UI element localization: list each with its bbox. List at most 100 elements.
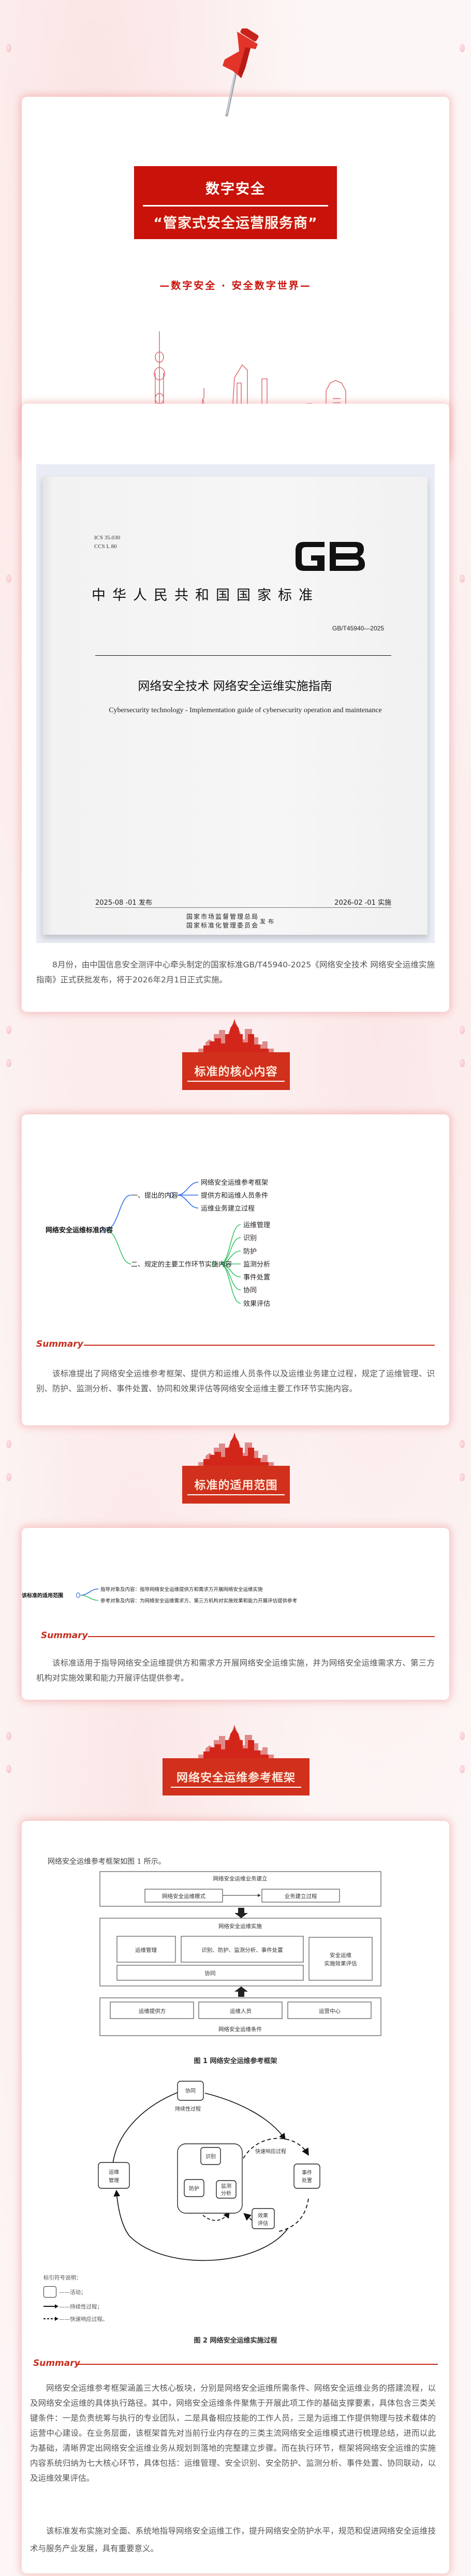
mindmap-branch-reference: 参考对象及内容：为网络安全运维需求方、第三方机构对实施效果和能力开展评估提供参考 — [100, 1598, 297, 1604]
standard-title-en: Cybersecurity technology - Implementatio… — [109, 706, 382, 714]
brand-slogan: —数字安全 · 安全数字世界— — [159, 280, 312, 291]
summary-divider — [88, 1636, 435, 1637]
legend-solid-arrow-icon — [43, 2304, 58, 2308]
summary-label: Summary — [41, 1630, 88, 1641]
figure-1-caption: 图 1 网络安全运维参考框架 — [194, 2057, 277, 2065]
section-title-badge: 标准的适用范围 — [182, 1466, 290, 1504]
section-title-badge: 网络安全运维参考框架 — [163, 1758, 310, 1795]
scope-mindmap: 该标准的适用范围 指导对象及内容：指导网络安全运维提供方和需求方开展网络安全运维… — [22, 1586, 297, 1604]
mindmap-leaf: 运维业务建立过程 — [201, 1204, 255, 1213]
section-header-framework: 网络安全运维参考框架 — [0, 1725, 471, 1795]
fig1-operation-center: 运营中心 — [319, 2008, 341, 2014]
fig1-core-activities: 识别、防护、监测分析、事件处置 — [201, 1947, 283, 1953]
fig1-ops-mgmt: 运维管理 — [135, 1947, 157, 1953]
petal-decoration — [6, 1473, 11, 1481]
summary-header: Summary — [36, 1630, 435, 1642]
city-skyline-icon — [198, 1432, 274, 1466]
cover-page: ICS 35.030 CCS L 80 中华人民共和国国家标准 GB/T4594… — [42, 477, 428, 935]
section-title: 网络安全运维参考框架 — [176, 1772, 296, 1785]
fig1-business-process: 业务建立过程 — [285, 1893, 317, 1900]
brand-divider — [143, 205, 328, 207]
implement-date: 2026-02 -01 实施 — [334, 899, 391, 907]
cover-divider — [95, 655, 391, 656]
issuer-sac: 国家标准化管理委员会 — [186, 922, 259, 929]
section-title: 标准的适用范围 — [194, 1479, 278, 1492]
city-skyline-icon — [198, 1725, 274, 1759]
summary-label: Summary — [36, 1339, 83, 1349]
mindmap-branch-guide: 指导对象及内容：指导网络安全运维提供方和需求方开展网络安全运维实施 — [100, 1586, 263, 1593]
petal-decoration — [460, 1026, 465, 1034]
standard-code: GB/T45940—2025 — [332, 625, 384, 632]
figure-2-caption: 图 2 网络安全运维实施过程 — [194, 2337, 277, 2345]
summary-label: Summary — [33, 2358, 80, 2368]
fig1-ops-mode: 网络安全运维模式 — [162, 1893, 205, 1900]
standard-title-cn: 网络安全技术 网络安全运维实施指南 — [138, 680, 332, 693]
petal-decoration — [460, 1440, 465, 1448]
legend-activity-box-icon — [43, 2286, 56, 2298]
legend-title: 标引符号说明： — [43, 2275, 82, 2281]
petal-decoration — [6, 1026, 11, 1034]
title-underline — [171, 1787, 301, 1788]
scope-card — [22, 1528, 449, 1700]
core-content-card — [22, 1114, 449, 1425]
summary-header: Summary — [36, 1339, 435, 1350]
mindmap-root: 该标准的适用范围 — [22, 1592, 63, 1599]
summary-paragraph: 该标准适用于指导网络安全运维提供方和需求方开展网络安全运维实施，并为网络安全运维… — [36, 1658, 435, 1683]
mindmap-leaf: 提供方和运维人员条件 — [201, 1191, 268, 1200]
legend-continuous: ——持续性过程； — [59, 2304, 102, 2310]
core-content-mindmap: 网络安全运维标准内容 一、提出的内容 网络安全运维参考框架 提供方和运维人员条件… — [46, 1179, 270, 1308]
fig2-mgmt-l2: 管理 — [109, 2177, 119, 2184]
fig2-rapid-label: 快速响应过程 — [255, 2148, 286, 2155]
summary-divider — [76, 2364, 438, 2365]
brand-header-card — [22, 97, 449, 460]
fig1-eval-line1: 安全运维 — [330, 1952, 351, 1959]
fig1-middle-block: 网络安全运维实施 — [218, 1923, 262, 1930]
fig1-provider: 运维提供方 — [139, 2008, 166, 2014]
mindmap-leaf: 事件处置 — [243, 1274, 270, 1282]
mindmap-branch-1: 一、提出的内容 — [131, 1191, 178, 1200]
mindmap-leaf: 运维管理 — [243, 1221, 270, 1229]
summary-paragraph: 该标准提出了网络安全运维参考框架、提供方和运维人员条件以及运维业务建立过程，规定… — [36, 1369, 435, 1393]
figure-1-reference-framework: 网络安全运维业务建立 网络安全运维模式 业务建立过程 网络安全运维实施 运维管理… — [99, 1871, 381, 2036]
ccs-number: CCS L 80 — [94, 543, 117, 550]
fig2-incident-l1: 事件 — [302, 2169, 312, 2176]
summary-paragraph: 网络安全运维参考框架涵盖三大核心板块，分别是网络安全运维所需条件、网络安全运维业… — [30, 2383, 436, 2483]
city-skyline-icon — [198, 1019, 274, 1053]
fig2-eval-l1: 效果 — [258, 2212, 268, 2219]
fig1-top-block: 网络安全运维业务建立 — [213, 1875, 268, 1882]
brand-line-2: “管家式安全运营服务商” — [153, 215, 318, 231]
framework-intro: 网络安全运维参考框架如图 1 所示。 — [48, 1858, 166, 1866]
petal-decoration — [6, 1765, 11, 1773]
ics-code: ICS 35.030 CCS L 80 — [94, 534, 120, 551]
petal-decoration — [6, 1440, 11, 1448]
national-standard-title: 中华人民共和国国家标准 — [92, 587, 319, 603]
petal-decoration — [6, 44, 11, 52]
fig1-coordination: 协同 — [205, 1970, 216, 1977]
fig2-protect: 防护 — [189, 2185, 199, 2192]
petal-decoration — [6, 1732, 11, 1740]
issue-label: 发布 — [260, 918, 276, 925]
mindmap-leaf: 监测分析 — [243, 1261, 270, 1269]
mindmap-branch-2: 二、规定的主要工作环节实施内容 — [131, 1260, 232, 1269]
fig2-eval-l2: 评估 — [258, 2220, 268, 2227]
standard-cover-image: ICS 35.030 CCS L 80 中华人民共和国国家标准 GB/T4594… — [36, 464, 435, 943]
issuing-bodies: 国家市场监督管理总局 国家标准化管理委员会 — [186, 912, 259, 930]
fig2-coordination: 协同 — [185, 2087, 196, 2094]
fig2-monitor-l2: 分析 — [221, 2190, 231, 2197]
pushpin-icon — [223, 28, 259, 116]
cover-date-divider — [95, 907, 391, 908]
mindmap-leaf: 网络安全运维参考框架 — [201, 1179, 268, 1187]
fig1-eval-line2: 实施效果评估 — [325, 1960, 357, 1967]
section-header-scope: 标准的适用范围 — [0, 1432, 471, 1504]
petal-decoration — [460, 1473, 465, 1481]
mindmap-leaf: 防护 — [243, 1247, 257, 1256]
brand-line-1: 数字安全 — [205, 181, 266, 197]
petal-decoration — [460, 1059, 465, 1067]
petal-decoration — [6, 575, 11, 583]
legend-rapid: ——快速响应过程。 — [59, 2316, 108, 2322]
mindmap-root: 网络安全运维标准内容 — [46, 1226, 113, 1234]
section-title-badge: 标准的核心内容 — [182, 1052, 290, 1090]
summary-divider — [84, 1345, 435, 1346]
petal-decoration — [460, 1765, 465, 1773]
legend-activity: ——活动； — [59, 2289, 86, 2295]
